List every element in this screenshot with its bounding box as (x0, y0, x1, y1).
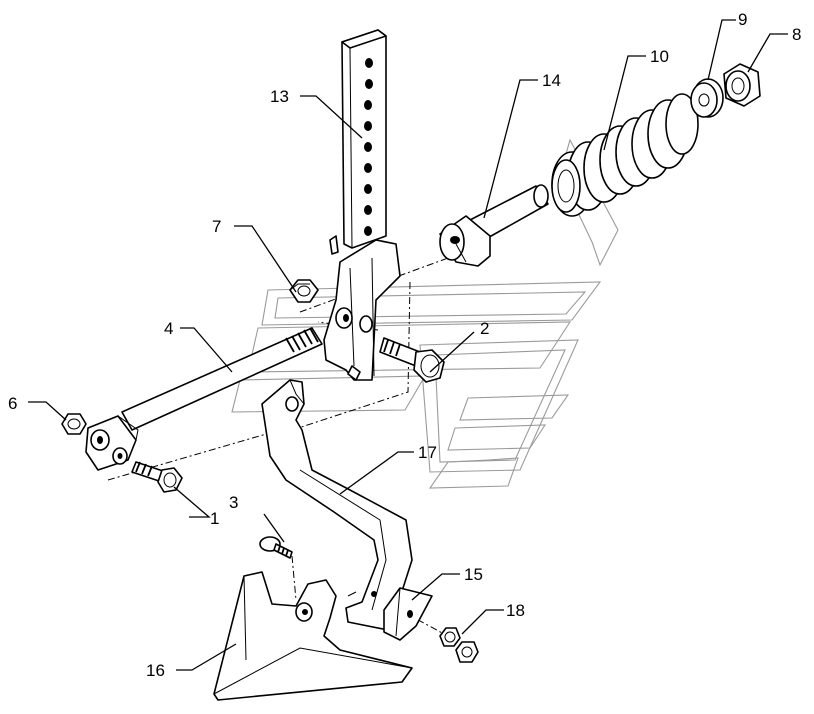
callout-labels: 1 2 3 4 6 7 8 9 10 13 14 15 16 17 18 (8, 10, 801, 680)
callout-1: 1 (210, 509, 219, 528)
part-2-bolt (379, 337, 445, 383)
part-7-nut (289, 279, 319, 303)
part-15-spacer (383, 587, 433, 641)
callout-13: 13 (270, 87, 289, 106)
callout-3: 3 (229, 493, 238, 512)
callout-10: 10 (650, 47, 669, 66)
callout-7: 7 (212, 217, 221, 236)
part-16-share (213, 571, 413, 701)
callout-15: 15 (464, 565, 483, 584)
callout-17: 17 (418, 443, 437, 462)
callout-8: 8 (792, 25, 801, 44)
callout-6: 6 (8, 394, 17, 413)
part-14-pin (439, 184, 549, 267)
part-18-nuts (439, 627, 479, 663)
part-4-threaded-rod (85, 327, 323, 471)
part-17-shank (261, 379, 413, 631)
part-10-spring (551, 93, 699, 217)
callout-9: 9 (738, 10, 747, 29)
leader-lines (28, 19, 788, 671)
callout-2: 2 (480, 319, 489, 338)
callout-16: 16 (146, 661, 165, 680)
part-1-bolt (131, 461, 183, 493)
part-8-nut (723, 63, 761, 107)
callout-18: 18 (506, 601, 525, 620)
part-13-adjustment-bar (323, 29, 401, 381)
callout-14: 14 (542, 71, 561, 90)
part-9-washer (690, 78, 724, 118)
part-3-bolt (259, 536, 293, 559)
part-6-nut (61, 413, 87, 435)
callout-4: 4 (164, 319, 173, 338)
